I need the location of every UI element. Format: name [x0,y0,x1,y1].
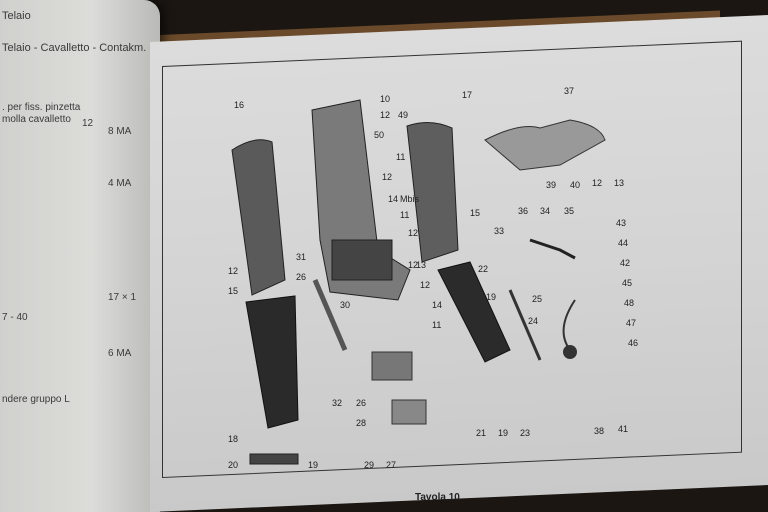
part-label: 15 [228,286,239,296]
bracket-27-part [391,399,427,425]
part-label: 38 [594,426,605,436]
plate-caption: Tavola 10 [415,492,460,503]
part-label: 11 [396,152,406,162]
left-leg-shield-part [231,139,286,296]
part-label: 49 [398,110,409,120]
part-label: 44 [618,238,629,248]
part-label: 19 [486,292,497,302]
part-label: 13 [416,260,427,270]
part-label: 24 [528,316,539,326]
part-label: 13 [614,178,625,188]
part-label: 21 [476,428,487,438]
part-label: 34 [540,206,551,216]
strip-20-part [249,453,299,465]
part-label: 47 [626,318,637,328]
part-label: 11 [432,320,442,330]
left-line: ndere gruppo L [2,394,70,405]
headset-cover-part [484,119,606,171]
left-page: Telaio Telaio - Cavalletto - Contakm. - … [0,0,168,512]
part-label: 48 [624,298,635,308]
part-label: 12 [380,110,391,120]
bar-30-part [312,279,348,351]
part-label: 31 [296,252,307,262]
left-line: 8 MA [108,126,132,137]
part-label: 12 [408,228,419,238]
part-label: 43 [616,218,627,228]
part-label: 12 [408,260,419,270]
left-line: 6 MA [108,348,132,359]
left-line: molla cavalletto [2,114,71,125]
part-label: 20 [228,460,239,470]
part-label: 28 [356,418,367,428]
part-label: 23 [520,428,531,438]
part-label: 18 [228,434,239,444]
part-label: 40 [570,180,581,190]
part-label: 12 [592,178,603,188]
part-label: 12 [382,172,393,182]
part-label: 11 [400,210,410,220]
part-label: 39 [546,180,557,190]
part-label: 33 [494,226,505,236]
part-label: 36 [518,206,529,216]
part-label: 19 [308,460,319,470]
part-label: 27 [386,460,397,470]
part-label: 25 [532,294,543,304]
part-label: 16 [234,100,245,110]
right-leg-shield-part [406,122,459,263]
part-label: 12 [228,266,239,276]
side-rail-part [437,261,511,363]
part-label: 26 [296,272,307,282]
part-label: 15 [470,208,481,218]
left-line: 4 MA [108,178,132,189]
part-label: 46 [628,338,639,348]
part-label: 29 [364,460,375,470]
left-line: . per fiss. pinzetta [2,102,81,113]
part-label: 22 [478,264,489,274]
part-label: 14 [388,194,399,204]
stand-spring-part [529,238,576,260]
part-label: 41 [618,424,629,434]
frame-base-part [331,239,393,281]
part-label: 30 [340,300,351,310]
left-line: Telaio - Cavalletto - Contakm. - Av [2,42,169,54]
left-line: Telaio [2,10,31,22]
part-label: 10 [380,94,391,104]
part-label: 26 [356,398,367,408]
left-line: 7 - 40 [2,312,28,323]
part-label: Mbis [400,194,420,204]
rod-24-part [508,289,542,361]
part-label: 14 [432,300,443,310]
floor-board-part [245,295,299,429]
part-label: 45 [622,278,633,288]
left-line: 17 × 1 [108,292,137,303]
part-label: 32 [332,398,343,408]
part-label: 12 [420,280,431,290]
part-label: 35 [564,206,575,216]
cable-part [562,299,576,351]
part-label: 17 [462,90,473,100]
part-label: 50 [374,130,385,140]
speedo-gear-part [563,345,577,359]
part-label: 42 [620,258,631,268]
part-label: 37 [564,86,575,96]
part-label: 19 [498,428,509,438]
bracket-28-part [371,351,413,381]
left-line: 12 [82,118,94,129]
